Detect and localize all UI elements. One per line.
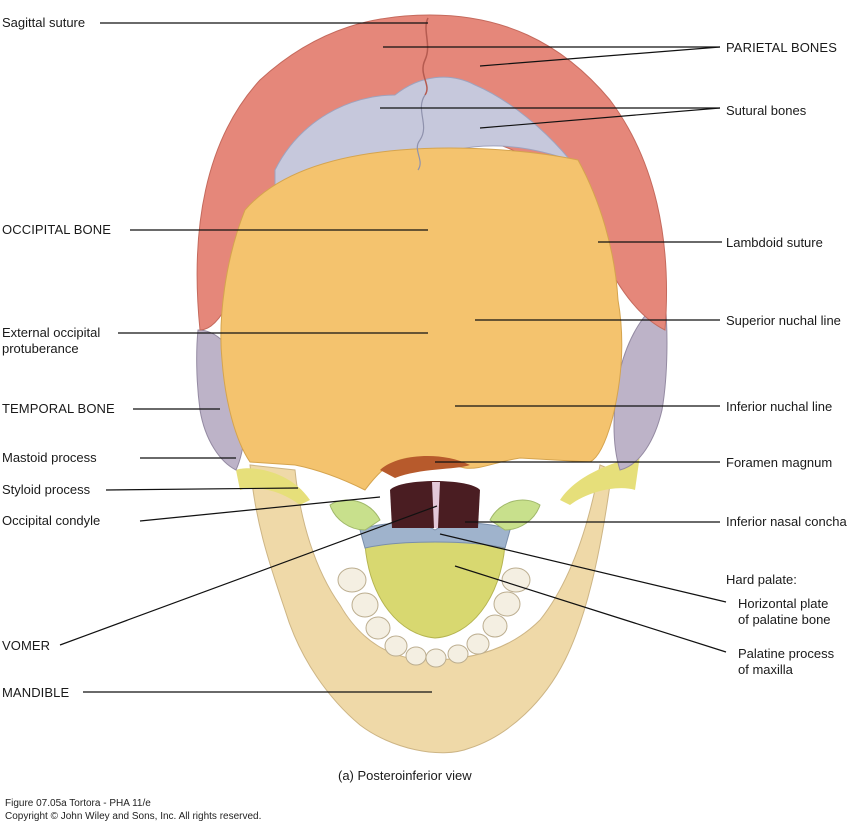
credit-line1: Figure 07.05a Tortora - PHA 11/e: [5, 798, 151, 809]
right-temporal-shape: [613, 299, 668, 471]
occipital-shape: [220, 147, 623, 491]
label-occipital-bone: OCCIPITAL BONE: [2, 222, 112, 237]
mandible-shape: [249, 464, 613, 754]
left-lower-yellow: [236, 468, 310, 505]
sagittal-suture-line: [422, 17, 429, 96]
label-ext-occ-line1: External occipital: [2, 325, 101, 340]
label-sagittal-suture: Sagittal suture: [2, 15, 86, 30]
label-inferior-nuchal-line: Inferior nuchal line: [726, 399, 833, 414]
label-mandible: MANDIBLE: [2, 685, 70, 700]
label-vomer: VOMER: [2, 638, 51, 653]
label-mastoid-process: Mastoid process: [2, 450, 97, 465]
label-ext-occ-line2: protuberance: [2, 341, 79, 356]
label-horizontal-plate: Horizontal plate of palatine bone: [738, 596, 831, 628]
label-sutural-bones: Sutural bones: [726, 103, 807, 118]
label-occipital-condyle: Occipital condyle: [2, 513, 101, 528]
leader-lines: [59, 22, 727, 693]
teeth: [337, 567, 531, 668]
label-temporal-bone: TEMPORAL BONE: [2, 401, 115, 416]
label-styloid-process: Styloid process: [2, 482, 91, 497]
label-lambdoid-suture: Lambdoid suture: [726, 235, 823, 250]
label-external-occipital-protuberance: External occipital protuberance: [2, 325, 100, 357]
vomer-shape: [432, 482, 440, 528]
label-inferior-nasal-concha: Inferior nasal concha: [726, 514, 847, 529]
label-palatine-line2: of maxilla: [738, 662, 793, 677]
right-concha-shape: [489, 499, 541, 531]
label-hard-palate: Hard palate:: [726, 572, 797, 587]
label-horizontal-line2: of palatine bone: [738, 612, 831, 627]
left-concha-shape: [329, 499, 381, 531]
figure-credit: Figure 07.05a Tortora - PHA 11/e Copyrig…: [5, 797, 261, 823]
label-palatine-process: Palatine process of maxilla: [738, 646, 834, 678]
label-palatine-line1: Palatine process: [738, 646, 835, 661]
label-superior-nuchal-line: Superior nuchal line: [726, 313, 841, 328]
credit-line2: Copyright © John Wiley and Sons, Inc. Al…: [5, 811, 262, 822]
figure-caption: (a) Posteroinferior view: [338, 768, 472, 783]
label-foramen-magnum: Foramen magnum: [726, 455, 833, 470]
label-parietal-bones: PARIETAL BONES: [726, 40, 837, 55]
label-horizontal-line1: Horizontal plate: [738, 596, 829, 611]
